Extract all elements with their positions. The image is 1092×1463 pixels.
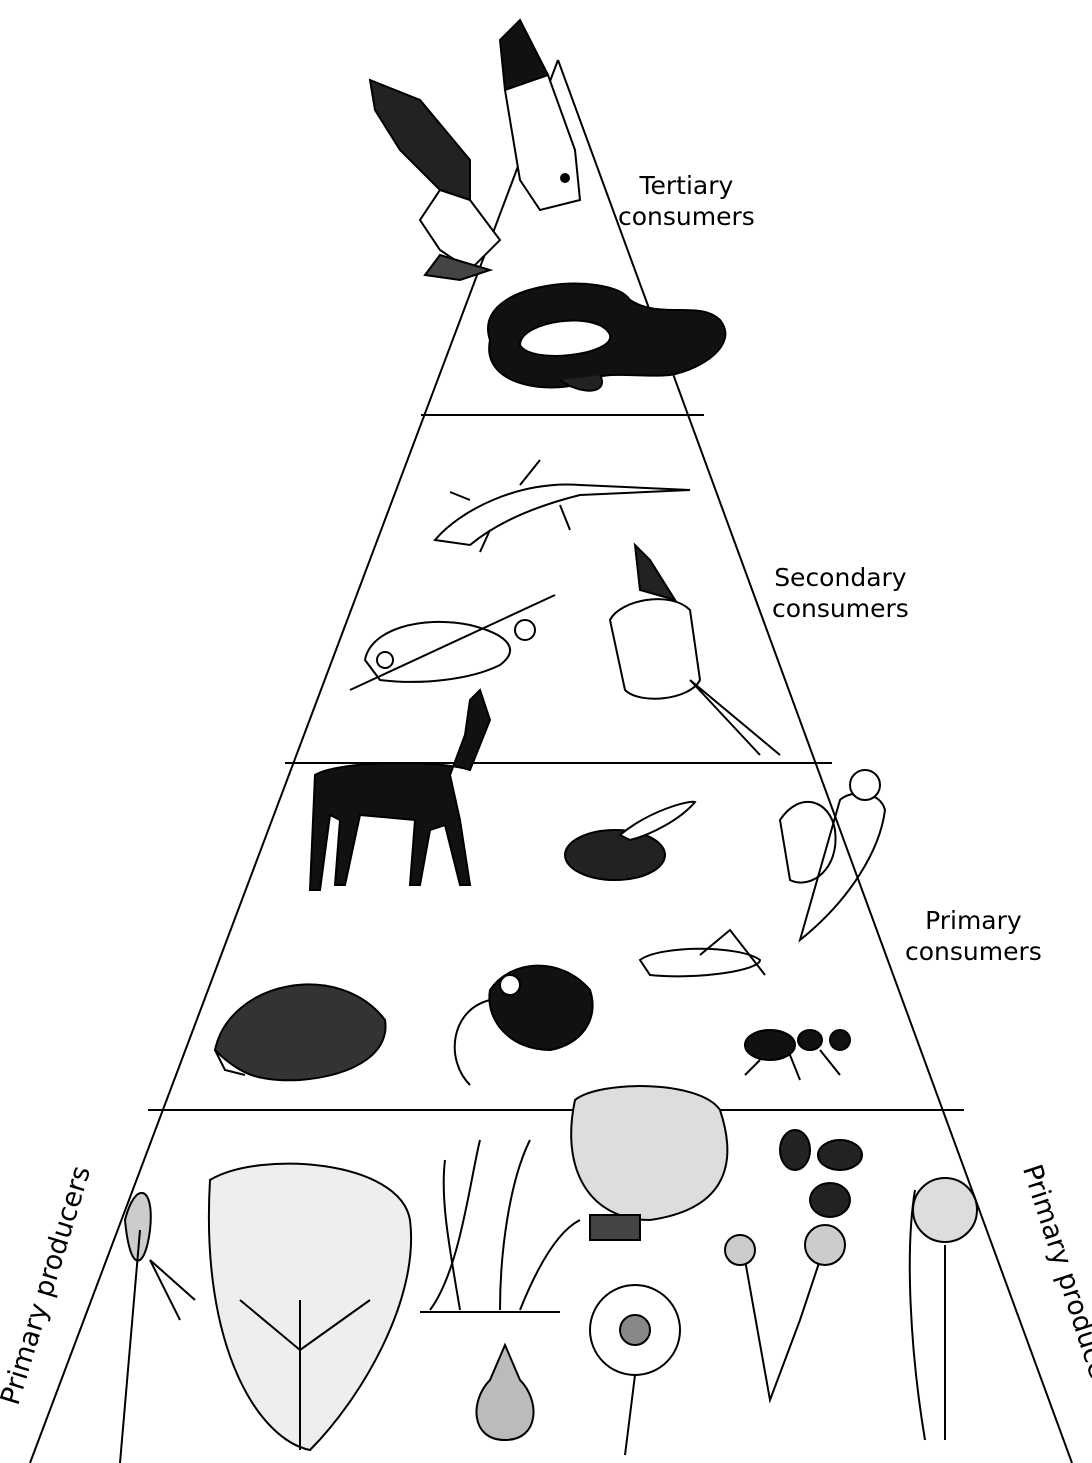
- antelope-illustration: [310, 690, 490, 890]
- primary-consumers-label-line2: consumers: [905, 936, 1042, 967]
- tertiary-consumers-label: Tertiary consumers: [618, 170, 755, 233]
- tertiary-label-line2: consumers: [618, 201, 755, 232]
- sunbird-illustration: [610, 545, 780, 755]
- primary-consumers-label-line1: Primary: [905, 905, 1042, 936]
- flowering-herb-illustration: [725, 1225, 845, 1400]
- bee-illustration: [565, 802, 695, 880]
- porcupine-illustration: [215, 984, 386, 1080]
- grasshopper-illustration: [640, 930, 765, 976]
- secondary-label-line2: consumers: [772, 593, 909, 624]
- chameleon-illustration: [350, 595, 555, 690]
- snake-illustration: [488, 284, 725, 391]
- hawk-illustration: [370, 20, 580, 280]
- pyramid-outline: [30, 60, 1072, 1463]
- sugarbird-illustration: [780, 770, 885, 940]
- bulb-illustration: [476, 1345, 533, 1440]
- restio-illustration: [420, 1140, 580, 1312]
- secondary-consumers-label: Secondary consumers: [772, 562, 909, 625]
- tertiary-label-line1: Tertiary: [618, 170, 755, 201]
- shrub-illustration: [209, 1164, 411, 1450]
- mouse-illustration: [455, 966, 593, 1085]
- primary-consumers-label: Primary consumers: [905, 905, 1042, 968]
- protea-illustration: [571, 1086, 727, 1240]
- pincushion-illustration: [910, 1178, 977, 1440]
- seeds-illustration: [780, 1130, 862, 1217]
- secondary-label-line1: Secondary: [772, 562, 909, 593]
- lizard-illustration: [435, 460, 690, 552]
- ant-illustration: [745, 1030, 850, 1080]
- daisy-illustration: [590, 1285, 680, 1455]
- grass-illustration: [120, 1193, 195, 1463]
